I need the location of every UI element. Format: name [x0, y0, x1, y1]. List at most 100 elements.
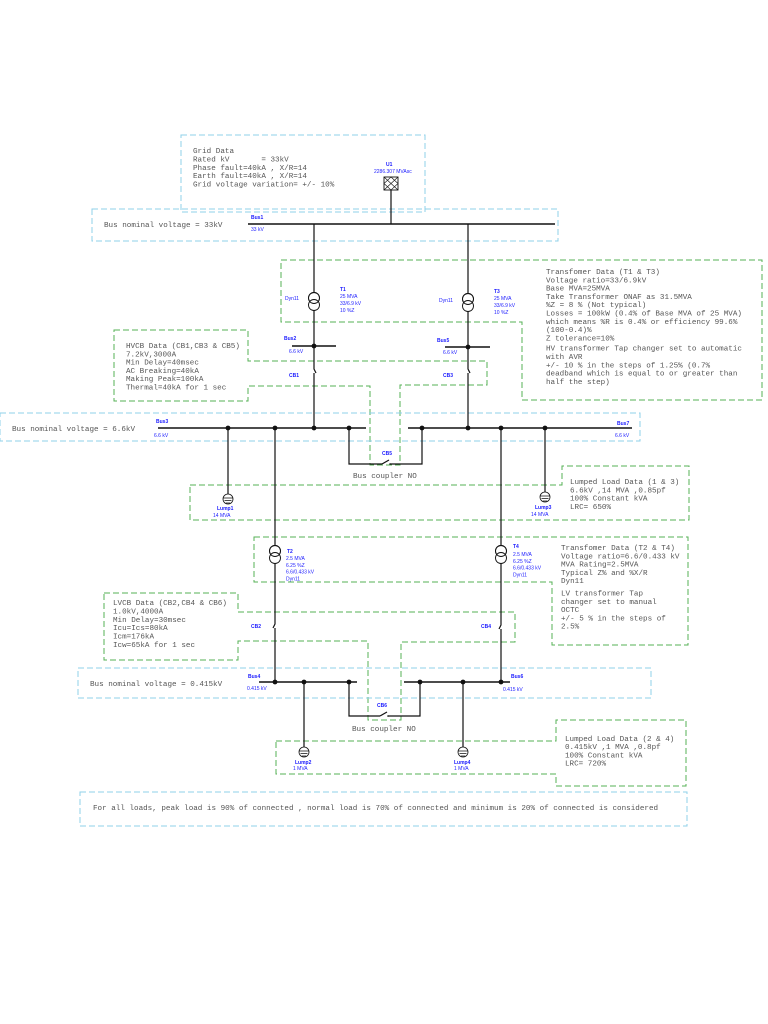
utility-rating: 2286.307 MVAsc: [374, 169, 412, 175]
lump1-id: Lump1: [217, 506, 234, 512]
lumped-load-lump2[interactable]: [298, 746, 310, 758]
bus3-id: Bus3: [156, 419, 168, 425]
bus-coupler-label-lv: Bus coupler NO: [352, 726, 416, 734]
hv-transformer-box: [280, 259, 763, 401]
lvcb-box: [103, 592, 516, 721]
lumped-hv-box: [189, 465, 690, 521]
bus5-kv: 6.6 kV: [443, 350, 458, 356]
lumped-load-hv-data-line: 100% Constant kVA: [570, 496, 648, 504]
lv-transformer-data-line: Typical Z% and %X/R: [561, 570, 648, 578]
lumped-load-lv-data-line: LRC= 720%: [565, 761, 606, 769]
transformer-t2[interactable]: [269, 545, 281, 564]
lvcb-data-line: Icm=176kA: [113, 634, 154, 642]
t2-rating-line: Dyn11: [286, 576, 300, 582]
hvcb-data-line: HVCB Data (CB1,CB3 & CB5): [126, 343, 240, 351]
lumped-load-hv-data-line: LRC= 650%: [570, 504, 611, 512]
grid-data-line: Grid voltage variation= +/- 10%: [193, 182, 335, 190]
hv-transformer-data-line: HV transformer Tap changer set to automa…: [546, 346, 742, 354]
transformer-t3[interactable]: [462, 293, 474, 312]
lump2-id: Lump2: [295, 760, 312, 766]
bus3-note: Bus nominal voltage = 6.6kV: [12, 426, 135, 434]
cb2-label: CB2: [251, 624, 261, 630]
cb1-label: CB1: [289, 373, 299, 379]
breaker-cb5[interactable]: [381, 459, 391, 465]
cb5-label: CB5: [382, 451, 392, 457]
lump4-id: Lump4: [454, 760, 471, 766]
footer-box: [79, 791, 688, 827]
utility-id: U1: [386, 162, 393, 168]
bus4-kv: 0.415 kV: [247, 686, 267, 692]
bus5-id: Bus5: [437, 338, 449, 344]
lumped-load-lump4[interactable]: [457, 746, 469, 758]
grid-data-line: Phase fault=40kA , X/R=14: [193, 165, 307, 173]
lumped-load-lv-data-line: 0.415kV ,1 MVA ,0.8pf: [565, 744, 661, 752]
hv-transformer-data-line: Losses = 100kW (0.4% of Base MVA of 25 M…: [546, 311, 742, 319]
transformer-t1[interactable]: [308, 292, 320, 311]
lv-transformer-data-block: Transfomer Data (T2 & T4)Voltage ratio=6…: [561, 545, 680, 632]
lumped-load-lv-data-line: Lumped Load Data (2 & 4): [565, 736, 674, 744]
hv-transformer-data-line: half the step): [546, 379, 610, 387]
footer-note: For all loads, peak load is 90% of conne…: [93, 805, 658, 813]
hv-transformer-data-line: Take Transformer ONAF as 31.5MVA: [546, 294, 692, 302]
bus-coupler-label-hv: Bus coupler NO: [353, 473, 417, 481]
lv-transformer-data-line: Voltage ratio=6.6/0.433 kV: [561, 553, 680, 561]
lumped-load-lv-data-block: Lumped Load Data (2 & 4)0.415kV ,1 MVA ,…: [565, 736, 674, 769]
bus1-id: Bus1: [251, 215, 263, 221]
t1-rating-line: 33/6.9 kV: [340, 301, 362, 307]
bus4-note: Bus nominal voltage = 0.415kV: [90, 681, 223, 689]
hv-transformer-data-line: which means %R is 0.4% or efficiency 99.…: [546, 319, 738, 327]
t1-vector: Dyn11: [285, 296, 299, 302]
lumped-load-lump3[interactable]: [539, 491, 551, 503]
t4-rating-line: Dyn11: [513, 572, 527, 578]
bus2-id: Bus2: [284, 336, 296, 342]
hv-transformer-data-line: Z tolerance=10%: [546, 335, 615, 343]
breaker-cb2[interactable]: [271, 622, 279, 630]
lumped-load-hv-data-line: Lumped Load Data (1 & 3): [570, 479, 679, 487]
t4-id: T4: [513, 544, 519, 550]
lump4-rating: 1 MVA: [454, 766, 469, 772]
utility-grid-u1[interactable]: [383, 176, 399, 224]
t2-rating-line: 6.25 %Z: [286, 563, 305, 569]
lv-transformer-data-line: 2.5%: [561, 624, 580, 632]
t4-rating-line: 6.25 %Z: [513, 559, 532, 565]
hvcb-data-line: 7.2kV,3000A: [126, 351, 177, 359]
bus4-note-box: [77, 667, 652, 699]
bus6-id: Bus6: [511, 674, 523, 680]
hvcb-data-line: Making Peak=100kA: [126, 376, 204, 384]
grid-data-box: [180, 134, 426, 213]
lumped-load-lump1[interactable]: [222, 493, 234, 505]
lumped-load-hv-data-line: 6.6kV ,14 MVA ,0.85pf: [570, 487, 666, 495]
bus3-kv: 6.6 kV: [154, 433, 169, 439]
lump2-rating: 1 MVA: [293, 766, 308, 772]
cb6-label: CB6: [377, 703, 387, 709]
breaker-cb6[interactable]: [379, 711, 389, 717]
t4-rating-line: 6.6/0.433 kV: [513, 566, 542, 572]
lv-transformer-data-line: LV transformer Tap: [561, 591, 643, 599]
bus1-note-box: [91, 208, 559, 242]
lv-transformer-data-line: changer set to manual: [561, 599, 657, 607]
t3-rating-line: 33/6.9 kV: [494, 303, 516, 309]
breaker-cb3[interactable]: [464, 367, 472, 375]
t1-rating-line: 25 MVA: [340, 294, 358, 300]
breaker-cb1[interactable]: [310, 367, 318, 375]
hv-transformer-data-line: with AVR: [546, 354, 583, 362]
lv-transformer-data-line: Transfomer Data (T2 & T4): [561, 545, 675, 553]
hv-transformer-data-line: %Z = 8 % (Not typical): [546, 302, 646, 310]
t2-id: T2: [287, 549, 293, 555]
breaker-cb4[interactable]: [497, 623, 505, 631]
transformer-t4[interactable]: [495, 545, 507, 564]
t3-rating-line: 25 MVA: [494, 296, 512, 302]
hvcb-data-line: Thermal=40kA for 1 sec: [126, 385, 226, 393]
bus6-kv: 0.415 kV: [503, 687, 523, 693]
t1-rating-line: 10 %Z: [340, 308, 354, 314]
hvcb-box: [113, 329, 488, 466]
lump3-id: Lump3: [535, 505, 552, 511]
lv-transformer-data-line: MVA Rating=2.5MVA: [561, 562, 639, 570]
grid-data-line: Grid Data: [193, 148, 234, 156]
hv-transformer-data-line: deadband which is equal to or greater th…: [546, 371, 737, 379]
hv-transformer-data-block: Transfomer Data (T1 & T3)Voltage ratio=3…: [546, 269, 742, 387]
bus1-kv: 33 kV: [251, 227, 264, 233]
